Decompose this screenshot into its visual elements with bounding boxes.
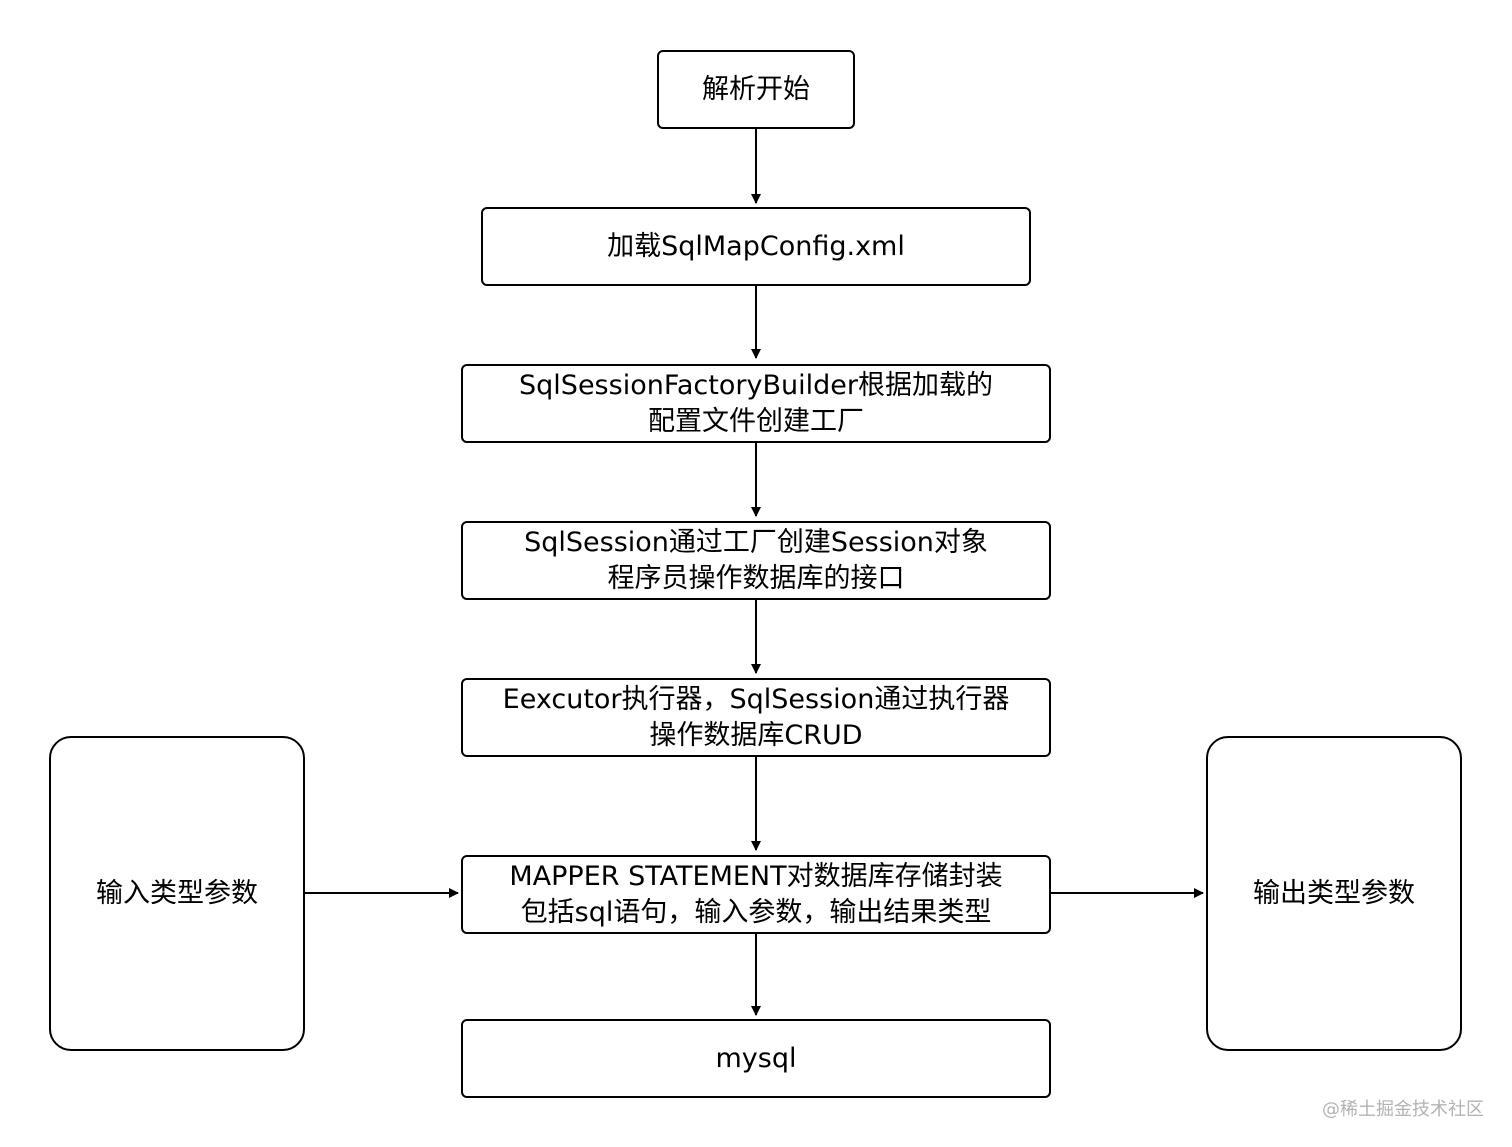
node-mapper-statement-line-1: MAPPER STATEMENT对数据库存储封装	[509, 860, 1003, 892]
node-output-params-label: 输出类型参数	[1253, 877, 1415, 909]
node-factory-builder-line-1: SqlSessionFactoryBuilder根据加载的	[519, 369, 993, 401]
node-load-config: 加载SqlMapConfig.xml	[481, 207, 1031, 286]
node-start-label: 解析开始	[702, 73, 810, 105]
node-executor-line-2: 操作数据库CRUD	[649, 719, 863, 751]
node-start: 解析开始	[657, 50, 855, 129]
node-mapper-statement-line-2: 包括sql语句，输入参数，输出结果类型	[520, 896, 992, 928]
node-input-params: 输入类型参数	[49, 736, 305, 1051]
node-sqlsession-line-2: 程序员操作数据库的接口	[607, 562, 905, 594]
node-input-params-label: 输入类型参数	[96, 877, 258, 909]
node-mysql-label: mysql	[715, 1042, 797, 1074]
node-load-config-label: 加载SqlMapConfig.xml	[607, 230, 905, 262]
node-mysql: mysql	[461, 1019, 1051, 1098]
node-factory-builder: SqlSessionFactoryBuilder根据加载的 配置文件创建工厂	[461, 364, 1051, 443]
node-executor: Eexcutor执行器，SqlSession通过执行器 操作数据库CRUD	[461, 678, 1051, 757]
node-executor-line-1: Eexcutor执行器，SqlSession通过执行器	[502, 683, 1010, 715]
node-output-params: 输出类型参数	[1206, 736, 1462, 1051]
node-sqlsession-line-1: SqlSession通过工厂创建Session对象	[524, 526, 988, 558]
node-sqlsession: SqlSession通过工厂创建Session对象 程序员操作数据库的接口	[461, 521, 1051, 600]
node-factory-builder-line-2: 配置文件创建工厂	[648, 405, 864, 437]
watermark-text: @稀土掘金技术社区	[1322, 1099, 1484, 1120]
node-mapper-statement: MAPPER STATEMENT对数据库存储封装 包括sql语句，输入参数，输出…	[461, 855, 1051, 934]
